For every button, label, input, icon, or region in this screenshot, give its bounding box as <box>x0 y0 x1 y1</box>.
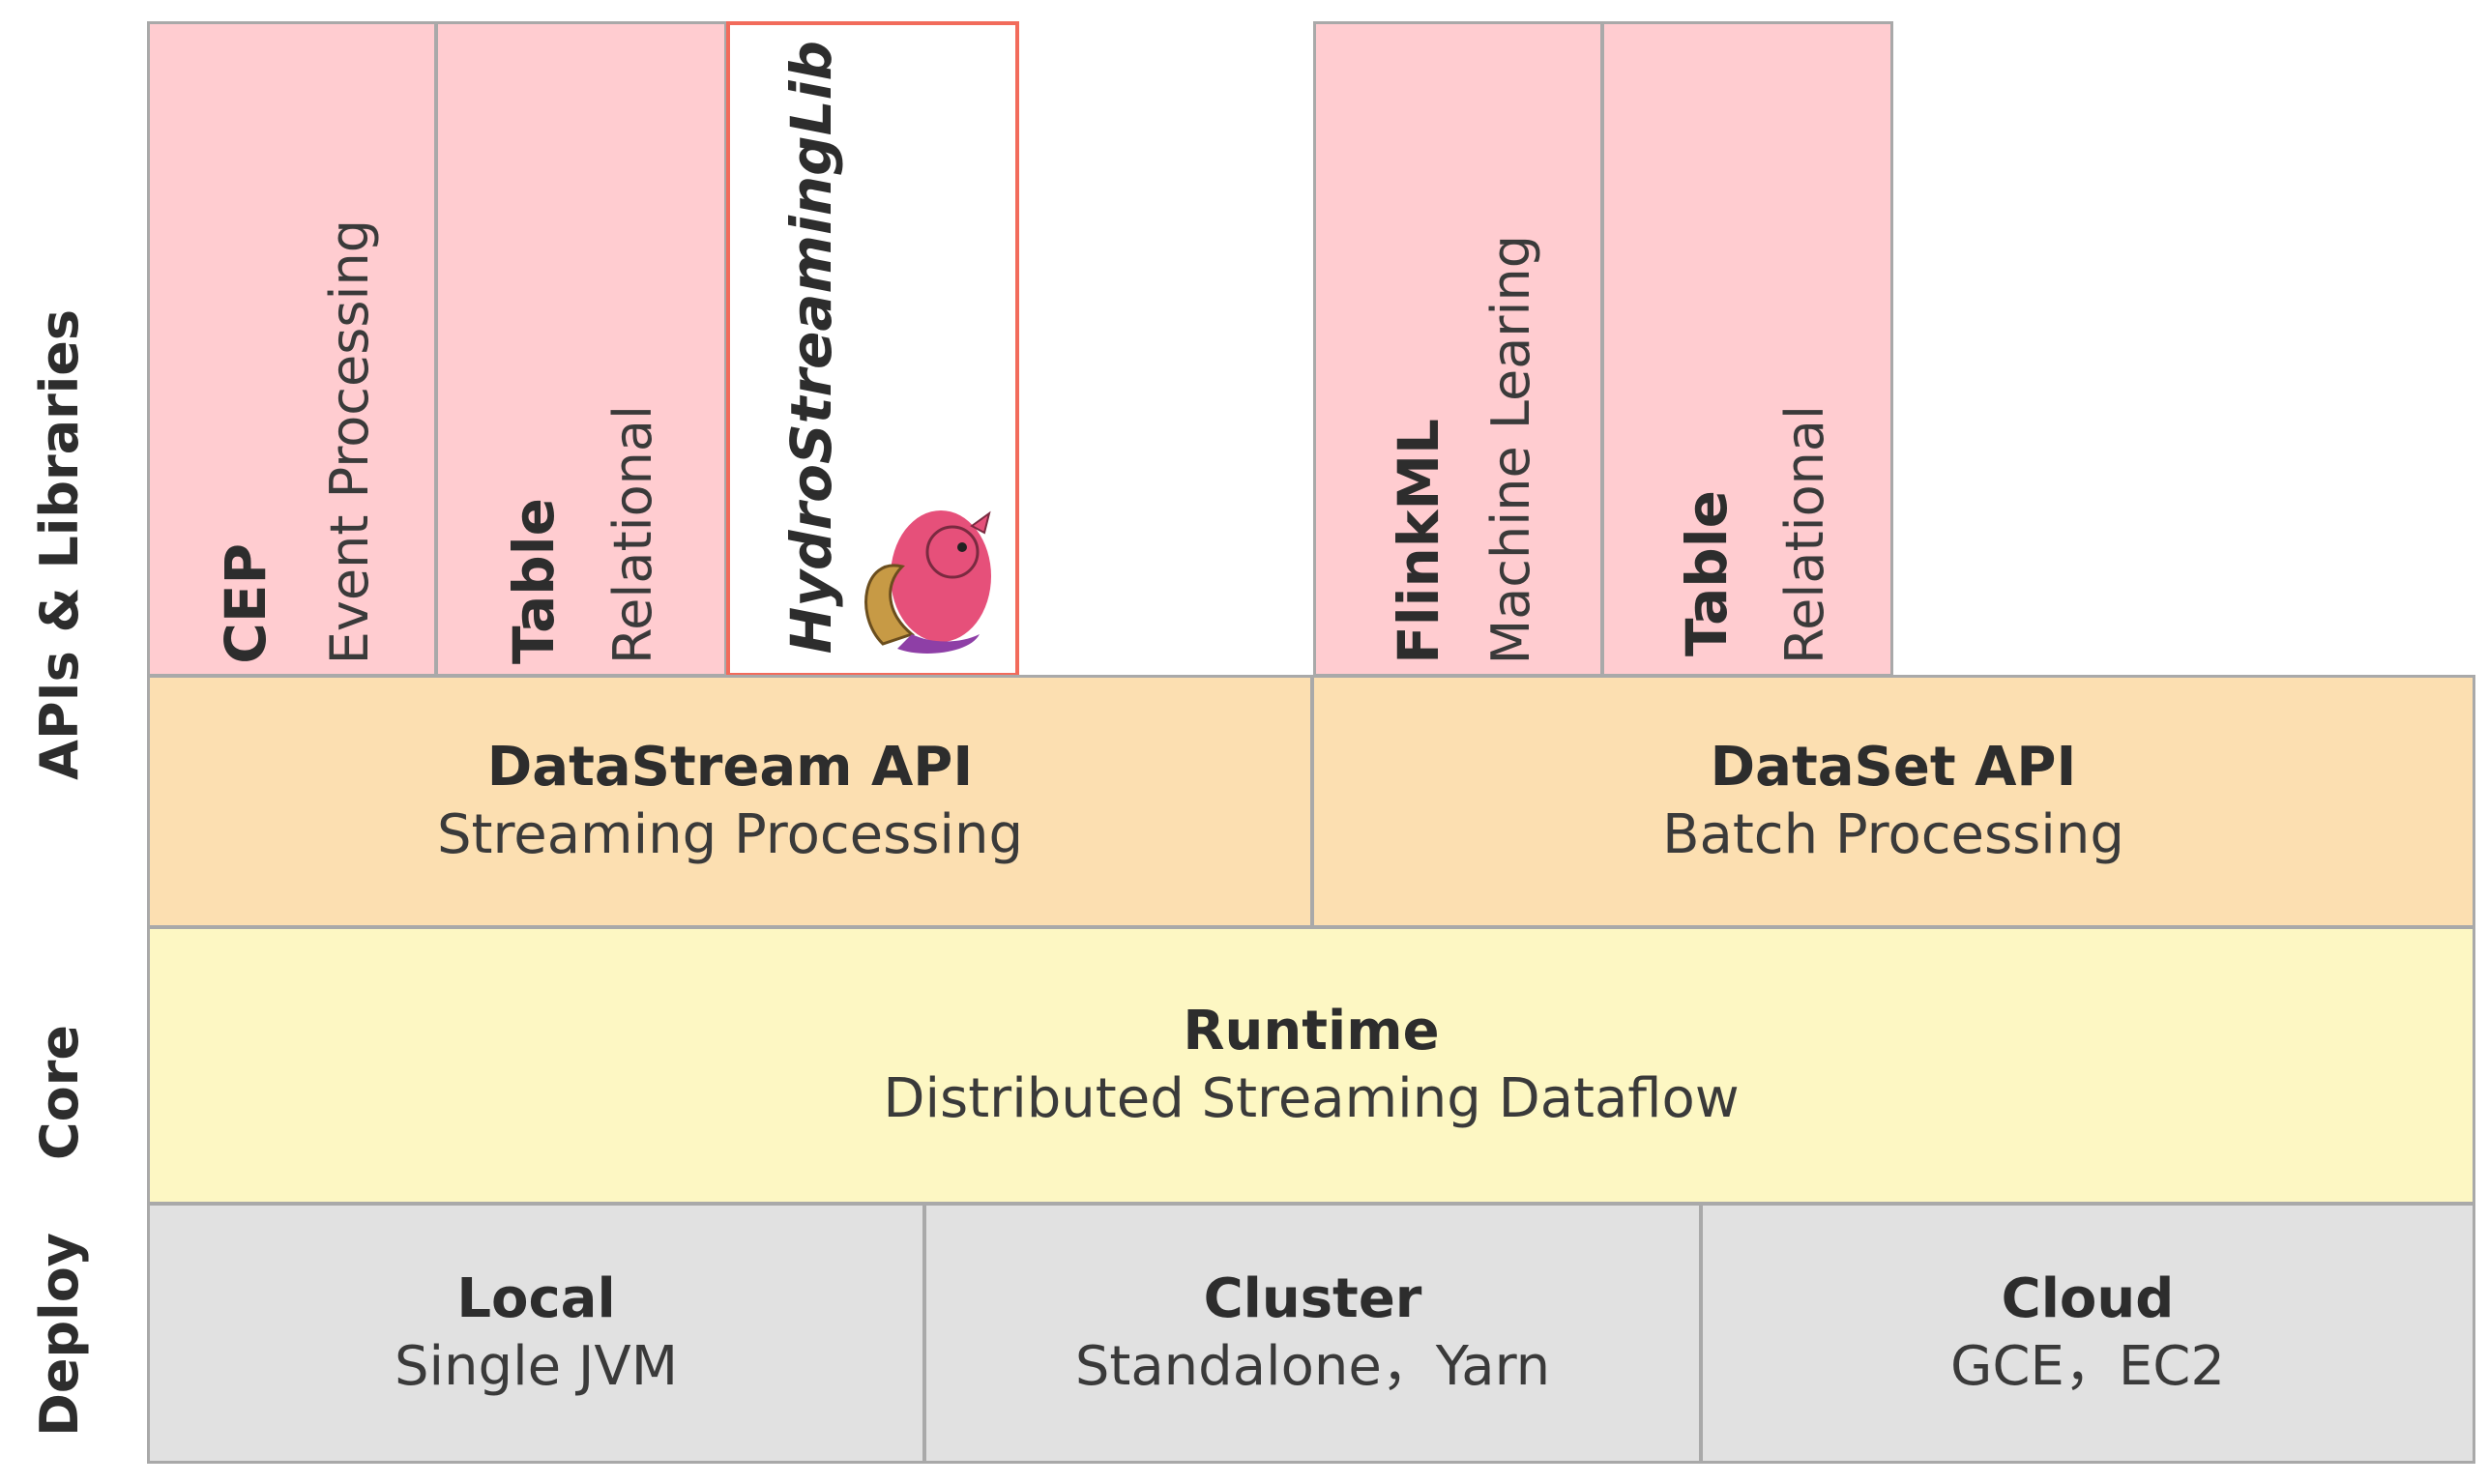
library-title: FlinkML <box>1386 419 1451 664</box>
api-title: DataSet API <box>1710 736 2077 799</box>
library-subtitle: Event Processing <box>319 218 380 664</box>
deploy-cloud: Cloud GCE，EC2 <box>1700 1203 2475 1464</box>
deploy-subtitle: Standalone，Yarn <box>1074 1335 1551 1398</box>
library-cep: CEP Event Processing <box>147 21 437 677</box>
deploy-title: Cloud <box>2001 1267 2175 1330</box>
library-table-streaming: Table Relational <box>435 21 727 677</box>
deploy-title: Cluster <box>1203 1267 1422 1330</box>
api-dataset: DataSet API Batch Processing <box>1311 675 2475 928</box>
side-label-core: Core <box>29 1025 90 1160</box>
deploy-cluster: Cluster Standalone，Yarn <box>923 1203 1702 1464</box>
api-subtitle: Batch Processing <box>1662 803 2124 866</box>
side-label-deploy: Deploy <box>29 1233 90 1437</box>
api-subtitle: Streaming Processing <box>436 803 1024 866</box>
library-subtitle: Relational <box>1774 405 1835 664</box>
library-title: HydroStreamingLib <box>778 40 844 654</box>
library-subtitle: Machine Learing <box>1480 234 1541 664</box>
library-hydrostreaminglib: HydroStreamingLib <box>726 21 1019 677</box>
library-subtitle: Relational <box>602 405 663 664</box>
library-title: Table <box>1674 490 1740 656</box>
library-title: CEP <box>213 543 278 664</box>
library-title: Table <box>501 498 567 664</box>
library-table-batch: Table Relational <box>1601 21 1893 677</box>
squirrel-logo-icon <box>864 510 991 654</box>
deploy-subtitle: GCE，EC2 <box>1950 1335 2225 1398</box>
side-label-apis: APIs & Libraries <box>29 309 90 780</box>
core-subtitle: Distributed Streaming Dataflow <box>883 1067 1740 1130</box>
deploy-subtitle: Single JVM <box>394 1335 679 1398</box>
core-title: Runtime <box>1183 1000 1440 1062</box>
deploy-local: Local Single JVM <box>147 1203 925 1464</box>
api-title: DataStream API <box>486 736 974 799</box>
api-datastream: DataStream API Streaming Processing <box>147 675 1313 928</box>
library-flinkml: FlinkML Machine Learing <box>1313 21 1603 677</box>
deploy-title: Local <box>456 1267 616 1330</box>
core-runtime: Runtime Distributed Streaming Dataflow <box>147 926 2475 1205</box>
